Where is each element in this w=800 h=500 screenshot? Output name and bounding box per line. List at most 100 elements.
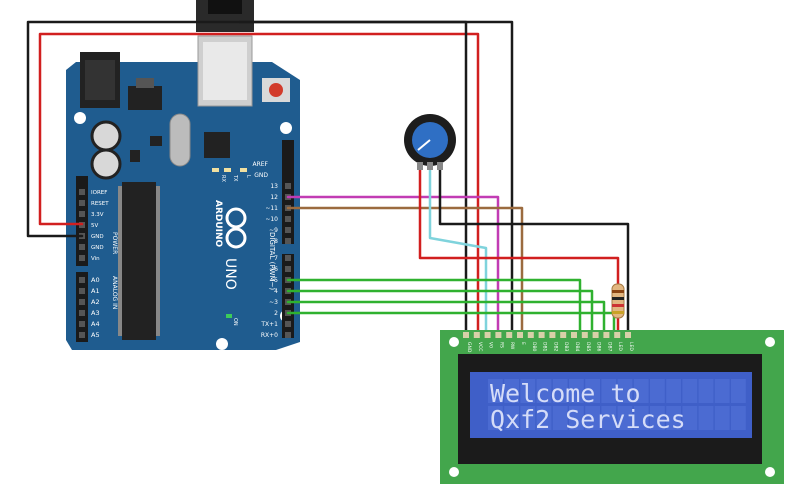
digital-pin-label: TX+1 (260, 321, 278, 328)
digital-pin-label: 2 (274, 310, 278, 317)
lcd-pin-hole (560, 332, 567, 338)
analog-pin-label: A1 (91, 287, 100, 295)
power-pin-label: 5V (91, 223, 98, 229)
lcd-char-cell (552, 406, 568, 430)
lcd-pin-hole (581, 332, 588, 338)
lcd-char-cell (714, 406, 730, 430)
lcd-char-cell (682, 379, 698, 403)
lcd-pin-hole (506, 332, 513, 338)
potentiometer (404, 114, 456, 170)
lcd-char-cell (666, 406, 681, 430)
lcd-char-cell (731, 379, 746, 403)
lcd-pin-label: RW (509, 342, 515, 350)
analog-pin-hole (79, 321, 85, 327)
lcd-char-cell (682, 406, 698, 430)
power-section-label: POWER (111, 232, 118, 254)
brand-label: ARDUINO (213, 200, 223, 248)
digital-pin-hole (285, 227, 291, 233)
tx-label: TX (232, 174, 238, 182)
lcd-char-cell (650, 379, 665, 403)
wire-contrast (428, 164, 488, 332)
lcd-pin-label: DB1 (542, 342, 548, 352)
lcd-pin-hole (527, 332, 534, 338)
lcd-char-cell (601, 406, 617, 430)
crystal (169, 113, 191, 167)
lcd-char-cell (601, 379, 617, 403)
lcd-char-cell (617, 379, 633, 403)
lcd-pin-label: VCC (477, 342, 483, 351)
analog-pin-label: A3 (91, 309, 100, 317)
arduino-uno-board: RX TX L ON ARDUINO UNO AREF GND 1312~11~… (66, 35, 300, 350)
lcd-pin-hole (614, 332, 621, 338)
lcd-pin-label: DB0 (531, 342, 537, 352)
mounting-hole (74, 112, 86, 124)
capacitor (90, 120, 122, 152)
analog-pin-label: A4 (91, 320, 100, 328)
lcd-pin-label: DB5 (585, 342, 591, 352)
power-pin-hole (79, 189, 85, 195)
lcd-pin-label: DB2 (552, 342, 558, 352)
lcd-pin-label: DB4 (574, 342, 580, 352)
aref-label: AREF (252, 161, 268, 168)
lcd-char-cell (569, 406, 584, 430)
lcd-pin-hole (592, 332, 599, 338)
lcd-pin-hole (625, 332, 631, 338)
lcd-pin-hole (463, 332, 469, 338)
l-label: L (245, 175, 251, 178)
analog-pin-hole (79, 277, 85, 283)
lcd-pin-hole (473, 332, 480, 338)
power-pin-label: 3.3V (91, 212, 104, 218)
power-pin-hole (79, 211, 85, 217)
lcd-char-cell (488, 379, 503, 403)
atmega-chip (122, 182, 156, 340)
digital-pin-label: 4 (274, 288, 278, 295)
wire-gnd (26, 20, 468, 332)
lcd-pin-label: RS (498, 342, 504, 348)
wire-pot-vcc (418, 164, 620, 286)
lcd-pin-hole (571, 332, 577, 338)
power-pin-hole (79, 200, 85, 206)
digital-pin-label: ~11 (265, 205, 278, 212)
power-pin-label: GND (91, 234, 104, 240)
analog-pin-hole (79, 288, 85, 294)
lcd-line-1: Welcome to (490, 379, 641, 408)
analog-pin-label: A0 (91, 276, 100, 284)
wire-db5 (286, 289, 594, 332)
wires (26, 20, 630, 332)
mounting-hole (280, 122, 292, 134)
lcd-char-cell (536, 406, 552, 430)
wire-rs (286, 195, 500, 332)
digital-pin-hole (285, 321, 291, 327)
lcd-char-cell (504, 406, 519, 430)
digital-section-label: DIGITAL (PWM~) (268, 232, 276, 290)
wire-5v (38, 32, 480, 332)
digital-pin-label: 13 (270, 183, 278, 190)
lcd-char-cell (504, 379, 519, 403)
digital-header-lower (282, 254, 294, 338)
power-pin-label: IOREF (91, 190, 107, 196)
on-label: ON (232, 318, 238, 326)
resistor (611, 283, 625, 319)
lcd-char-cell (617, 406, 633, 430)
lcd-char-cell (585, 406, 600, 430)
power-pin-hole (79, 244, 85, 250)
analog-pin-label: A5 (91, 331, 100, 339)
lcd-pin-label: LED (617, 342, 623, 351)
digital-pin-label: ~3 (269, 299, 278, 306)
wire-led-gnd (438, 164, 630, 332)
analog-section-label: ANALOG IN (111, 276, 118, 309)
digital-pin-hole (285, 216, 291, 222)
lcd-pin-hole (549, 332, 556, 338)
arduino-logo: ARDUINO UNO (213, 200, 247, 290)
rx-label: RX (220, 175, 226, 182)
digital-pin-hole (285, 255, 291, 261)
lcd-pin-hole (603, 332, 610, 338)
lcd-pin-label: E (520, 342, 526, 345)
analog-pin-hole (79, 332, 85, 338)
power-pin-label: GND (91, 245, 104, 251)
lcd-pin-label: LED (628, 342, 634, 351)
wire-rw (238, 20, 514, 332)
lcd-pin-label: GND (466, 342, 472, 353)
model-label: UNO (222, 258, 238, 290)
